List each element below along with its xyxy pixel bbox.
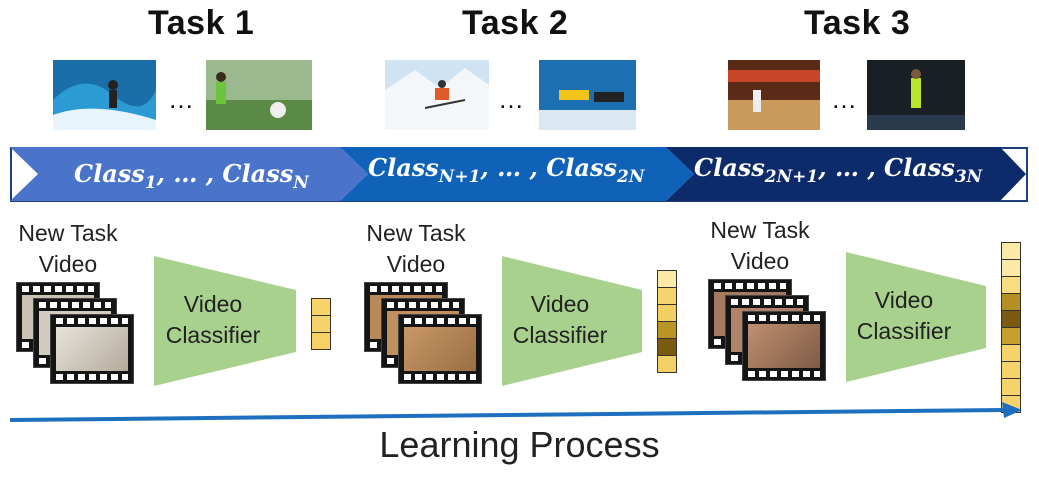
class-range-3: Class2N+1, … , Class3N (694, 153, 983, 187)
new-task-video-label-1: New Task Video (18, 220, 118, 277)
bowling-image (728, 60, 820, 130)
output-cell (1001, 344, 1021, 362)
output-vector-3 (1001, 242, 1021, 413)
video-classifier-label-1: Video Classifier (165, 291, 261, 348)
output-cell (1001, 310, 1021, 328)
class-range-2: ClassN+1, … , Class2N (368, 153, 645, 187)
output-cell (311, 298, 331, 316)
surfing-image (53, 60, 156, 130)
output-cell (657, 287, 677, 305)
video-frame (50, 314, 134, 384)
video-classifier-3 (846, 252, 986, 382)
task-2-title: Task 2 (462, 4, 569, 42)
video-classifier-2 (502, 256, 642, 386)
output-cell (1001, 276, 1021, 294)
ellipsis-3: … (831, 84, 857, 114)
output-cell (657, 270, 677, 288)
video-frame (398, 314, 482, 384)
learning-process-arrow (10, 402, 1022, 422)
ellipsis-1: … (168, 84, 194, 114)
output-cell (1001, 259, 1021, 277)
output-cell (311, 315, 331, 333)
output-cell (657, 304, 677, 322)
tennis-image (867, 60, 965, 130)
new-task-video-label-3: New Task Video (710, 217, 810, 274)
video-classifier-1 (154, 256, 296, 386)
video-classifier-label-2: Video Classifier (512, 291, 608, 348)
output-cell (1001, 293, 1021, 311)
video-frame (742, 311, 826, 381)
ellipsis-2: … (498, 84, 524, 114)
output-cell (657, 338, 677, 356)
class-range-banner (10, 147, 1028, 202)
output-vector-2 (657, 270, 677, 373)
output-cell (1001, 242, 1021, 260)
task-1-title: Task 1 (148, 4, 255, 42)
output-vector-1 (311, 298, 331, 350)
task-3-title: Task 3 (804, 4, 911, 42)
output-cell (1001, 378, 1021, 396)
new-task-video-label-2: New Task Video (366, 220, 466, 277)
soccer-image (206, 60, 312, 130)
speed-skating-image (539, 60, 636, 130)
output-cell (311, 332, 331, 350)
video-classifier-label-3: Video Classifier (856, 287, 952, 344)
class-range-1: Class1, … , ClassN (74, 159, 309, 193)
output-cell (657, 355, 677, 373)
output-cell (1001, 327, 1021, 345)
output-cell (657, 321, 677, 339)
output-cell (1001, 361, 1021, 379)
skiing-image (385, 60, 489, 130)
learning-process-label: Learning Process (379, 424, 660, 465)
